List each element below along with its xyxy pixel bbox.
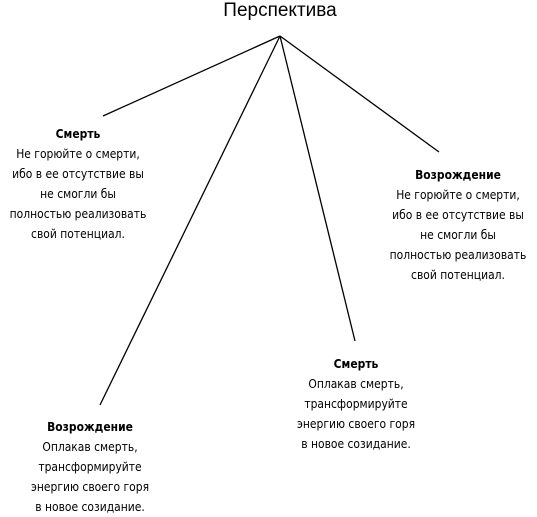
node-text-line: энергию своего горя	[30, 479, 150, 494]
connector-line-rebirth-right	[279, 35, 440, 153]
node-heading: Смерть	[333, 356, 379, 371]
node-text-line: ибо в ее отсутствие вы	[392, 207, 524, 222]
node-text-line: свой потенциал.	[31, 226, 125, 241]
connector-line-death-bottom	[279, 35, 356, 342]
node-death-left: Смерть Не горюйте о смерти, ибо в ее отс…	[0, 124, 164, 244]
node-text-line: Не горюйте о смерти,	[396, 187, 520, 202]
node-text-line: не смогли бы	[40, 186, 116, 201]
node-text-line: свой потенциал.	[411, 267, 505, 282]
node-text-line: полностью реализовать	[389, 247, 527, 262]
node-rebirth-right: Возрождение Не горюйте о смерти, ибо в е…	[372, 165, 537, 285]
node-heading: Смерть	[55, 126, 101, 141]
connector-line-death-left	[102, 35, 281, 117]
node-death-bottom: Смерть Оплакав смерть, трансформируйте э…	[270, 354, 442, 454]
node-text-line: трансформируйте	[38, 459, 142, 474]
node-text-line: не смогли бы	[420, 227, 496, 242]
node-text-line: энергию своего горя	[296, 416, 416, 431]
node-rebirth-bottom: Возрождение Оплакав смерть, трансформиру…	[4, 417, 176, 517]
node-heading: Возрождение	[415, 167, 501, 182]
node-text-line: Не горюйте о смерти,	[16, 146, 140, 161]
node-text-line: в новое созидание.	[301, 436, 411, 451]
node-text-line: полностью реализовать	[9, 206, 147, 221]
node-text-line: ибо в ее отсутствие вы	[12, 166, 144, 181]
node-heading: Возрождение	[47, 419, 133, 434]
node-text-line: в новое созидание.	[35, 499, 145, 514]
node-text-line: трансформируйте	[304, 396, 408, 411]
diagram-title: Перспектива	[223, 0, 337, 21]
node-text-line: Оплакав смерть,	[42, 439, 138, 454]
connector-line-rebirth-bottom	[99, 35, 281, 406]
node-text-line: Оплакав смерть,	[308, 376, 404, 391]
